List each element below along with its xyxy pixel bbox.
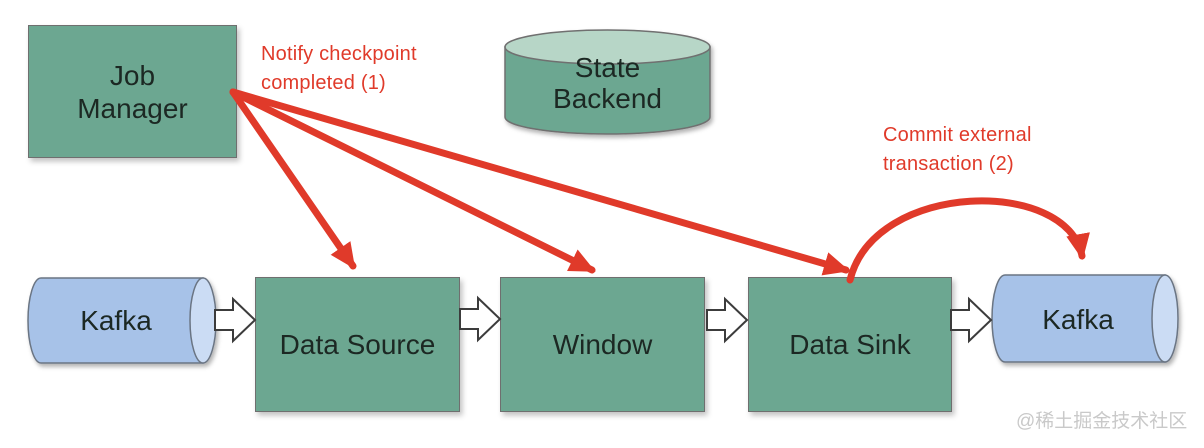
flow-arrow-source-to-window-icon: [459, 297, 501, 341]
node-data-source: Data Source: [255, 277, 460, 412]
flow-arrow-kafka-to-source-icon: [214, 298, 256, 342]
annotation-notify-checkpoint: Notify checkpoint completed (1): [261, 43, 417, 94]
node-kafka-sink-label: Kafka: [1042, 303, 1114, 335]
node-kafka-source-label: Kafka: [80, 305, 152, 336]
annotation-commit-external: Commit external transaction (2): [883, 124, 1032, 175]
notify-arrow-to-window: [229, 88, 596, 274]
node-data-sink: Data Sink: [748, 277, 952, 412]
node-data-sink-label: Data Sink: [789, 329, 911, 360]
node-state-backend-label: State Backend: [553, 52, 662, 114]
notify-arrow-to-data-sink: [229, 88, 850, 276]
flow-arrow-window-to-sink-icon: [706, 298, 748, 342]
notify-arrow-to-data-source: [229, 88, 357, 270]
node-window: Window: [500, 277, 705, 412]
node-window-label: Window: [552, 329, 653, 360]
watermark-text: @稀土掘金技术社区: [1016, 411, 1188, 432]
node-job-manager: Job Manager: [28, 25, 237, 158]
node-data-source-label: Data Source: [279, 329, 436, 360]
node-job-manager-label: Job Manager: [77, 59, 188, 124]
flow-arrow-sink-to-kafka-icon: [950, 298, 992, 342]
commit-transaction-arc-arrow: [846, 197, 1090, 284]
